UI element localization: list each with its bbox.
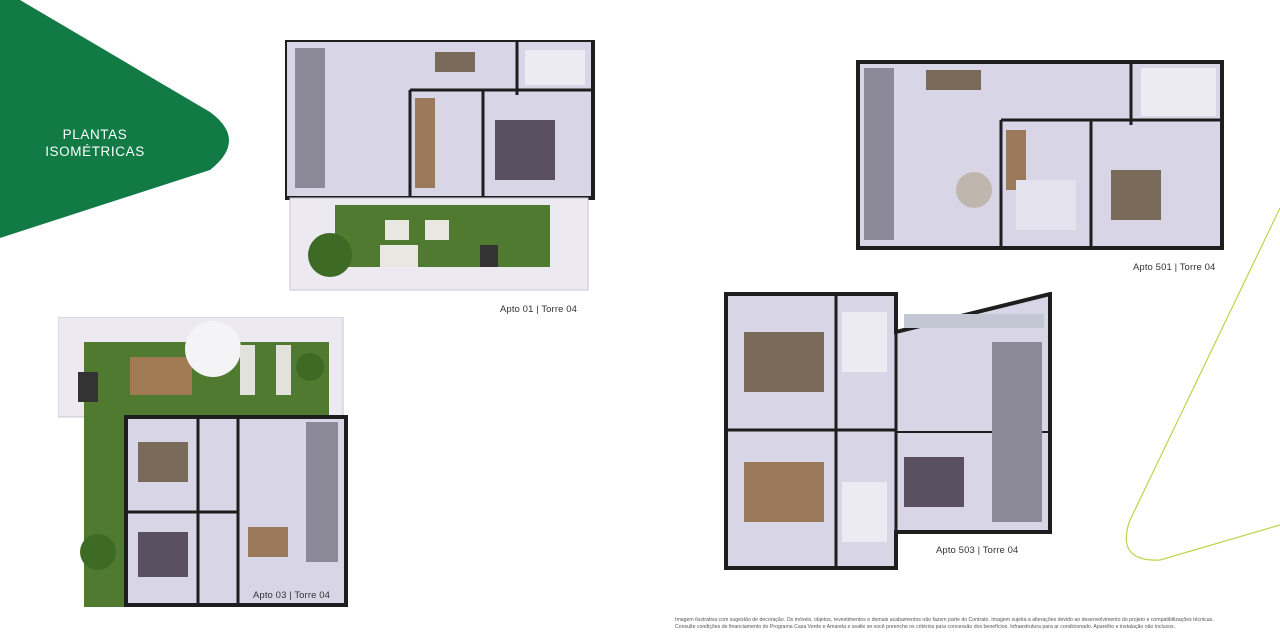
plan-caption-apto-01: Apto 01 | Torre 04 <box>500 304 577 315</box>
disclaimer-line-1: Imagem ilustrativa com sugestão de decor… <box>675 617 1214 623</box>
floor-plan-apto-501 <box>856 60 1226 252</box>
title-line-1: PLANTAS <box>62 127 128 142</box>
title-banner <box>0 0 229 238</box>
plan-caption-apto-503: Apto 503 | Torre 04 <box>936 545 1019 556</box>
floor-plan-apto-03 <box>58 317 350 609</box>
plan-caption-apto-03: Apto 03 | Torre 04 <box>253 590 330 601</box>
disclaimer: Imagem ilustrativa com sugestão de decor… <box>675 617 1255 631</box>
title-line-2: ISOMÉTRICAS <box>45 144 145 159</box>
page-title: PLANTAS ISOMÉTRICAS <box>30 126 160 160</box>
floor-plan-apto-01 <box>285 40 597 295</box>
floor-plan-apto-503 <box>724 292 1054 572</box>
plan-caption-apto-501: Apto 501 | Torre 04 <box>1133 262 1216 273</box>
disclaimer-line-2: Consulte condições de financiamento do P… <box>675 624 1176 630</box>
decorative-line <box>1125 207 1280 561</box>
